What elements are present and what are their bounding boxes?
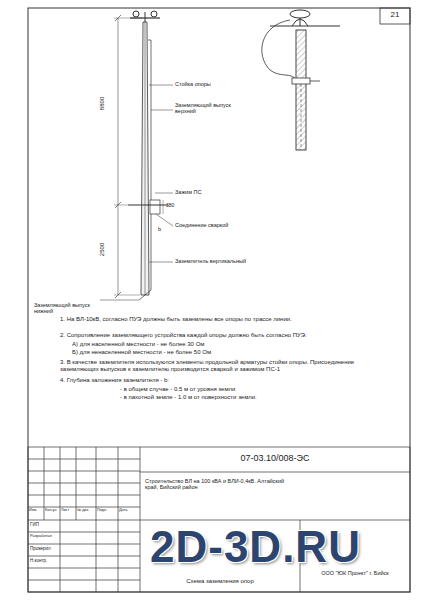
- note: 4. Глубина заложения заземлителя - b:: [60, 377, 390, 384]
- dimension: b: [158, 226, 161, 232]
- note: 2. Сопротивление заземляющего устройства…: [60, 332, 390, 339]
- table-cell: Лист: [61, 508, 76, 512]
- note: 1. На ВЛ-10кВ, согласно ПУЭ должны быть …: [60, 316, 390, 323]
- note: - в пахотной земле - 1.0 м от поверхност…: [120, 394, 380, 401]
- note: 3. В качестве заземлителя используются э…: [60, 359, 390, 373]
- table-cell: Изм.: [29, 508, 44, 512]
- part-label: Соединение сваркой: [175, 222, 228, 228]
- part-label: Заземляющий выпуск нижний: [34, 302, 104, 315]
- table-cell: Подп.: [97, 508, 118, 512]
- part-label: Зажим ПС: [175, 189, 201, 195]
- title-block: [28, 447, 410, 592]
- table-cell: Кол.уч: [45, 508, 60, 512]
- dimension: 380: [166, 203, 174, 209]
- pole-drawing: [100, 11, 173, 300]
- table-cell: ГИП: [30, 522, 60, 527]
- watermark: 2D-3D.RU: [150, 522, 361, 573]
- note: А) для населенной местности - не более 3…: [72, 341, 372, 348]
- project-title: Строительство ВЛ на 100 кВА и ВЛИ-0,4кВ.…: [145, 478, 295, 491]
- sheet-number: 21: [381, 10, 409, 19]
- sheet-title: Схема заземления опор: [143, 578, 297, 585]
- table-cell: Н.контр.: [30, 558, 60, 563]
- table-cell: № док.: [77, 508, 96, 512]
- part-label: Заземляющий выпуск верхний: [175, 102, 237, 115]
- part-label: Заземлитель вертикальный: [175, 258, 246, 264]
- table-cell: Проверил: [30, 546, 60, 551]
- drawing-code: 07-03.10/008-ЭС: [143, 453, 407, 463]
- note: - в общем случае - 0.5 м от уровня земли: [120, 386, 380, 393]
- note: Б) для ненаселенной местности - не более…: [72, 349, 372, 356]
- top-detail: [262, 10, 340, 150]
- table-cell: Разработал: [30, 534, 60, 539]
- part-label: Стойка опоры: [175, 81, 211, 87]
- table-cell: Дата: [119, 508, 140, 512]
- dimension: 8800: [99, 97, 106, 110]
- dimension: 2500: [99, 243, 106, 256]
